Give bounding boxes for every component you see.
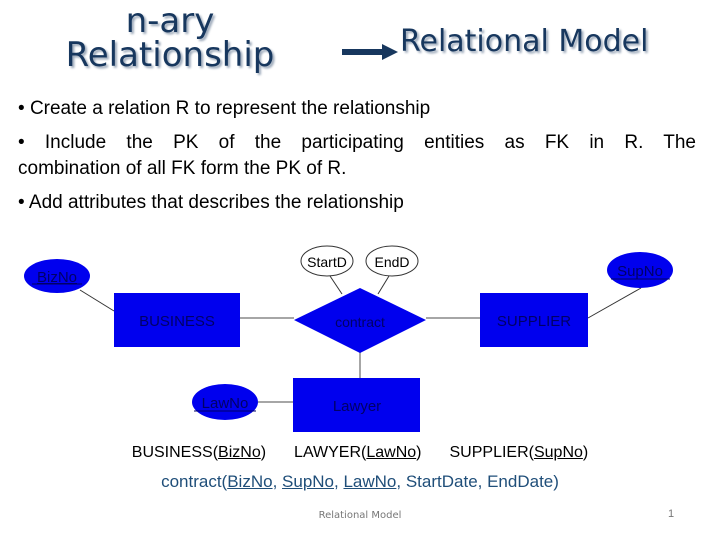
relationship-contract: contract — [294, 288, 426, 353]
attribute-supno: SupNo — [607, 252, 673, 288]
svg-text:StartD: StartD — [307, 254, 347, 270]
svg-text:contract: contract — [335, 314, 385, 330]
entity-lawyer: Lawyer — [293, 378, 420, 432]
bullet-item: • Include the PK of the participating en… — [18, 130, 696, 182]
svg-text:SupNo: SupNo — [617, 263, 663, 280]
title-line-1: n-ary — [125, 1, 215, 41]
attribute-endd: EndD — [365, 245, 419, 277]
bullet-item: • Create a relation R to represent the r… — [18, 96, 696, 122]
entity-business: BUSINESS — [114, 293, 240, 347]
bullet-symbol: • — [18, 132, 25, 153]
bullet-symbol: • — [18, 192, 25, 213]
arrow-right-icon — [342, 44, 398, 60]
entity-schemas: BUSINESS(BizNo) LAWYER(LawNo) SUPPLIER(Sup… — [0, 444, 720, 462]
slide-subtitle: Relational Model — [400, 24, 649, 59]
footer-label: Relational Model — [318, 510, 402, 521]
svg-text:Lawyer: Lawyer — [333, 398, 381, 415]
schema-contract: contract(BizNo, SupNo, LawNo, StartDate,… — [161, 472, 559, 491]
svg-text:BUSINESS: BUSINESS — [139, 313, 215, 330]
bullet-item: • Add attributes that describes the rela… — [18, 190, 696, 216]
attribute-lawno: LawNo — [192, 384, 258, 420]
svg-text:BizNo: BizNo — [37, 269, 77, 286]
bullet-text-continuation: combination of all FK form the PK of R. — [18, 158, 347, 179]
svg-text:LawNo: LawNo — [202, 395, 249, 412]
slide-title: n-ary Relationship — [0, 0, 340, 74]
bullet-list: • Create a relation R to represent the r… — [18, 96, 696, 224]
bullet-symbol: • — [18, 98, 25, 119]
page-number: 1 — [668, 508, 675, 520]
svg-text:EndD: EndD — [374, 254, 409, 270]
title-line-2: Relationship — [65, 35, 275, 75]
svg-text:SUPPLIER: SUPPLIER — [497, 313, 571, 330]
bullet-text: Include the PK of the participating enti… — [44, 132, 696, 153]
schema-supplier: SUPPLIER(SupNo) — [449, 444, 589, 461]
attribute-startd: StartD — [300, 245, 354, 277]
bullet-text: Add attributes that describes the relati… — [28, 192, 404, 213]
schema-lawyer: LAWYER(LawNo) — [294, 444, 422, 461]
schema-business: BUSINESS(BizNo) — [131, 444, 267, 461]
entity-supplier: SUPPLIER — [480, 293, 588, 347]
bullet-text: Create a relation R to represent the rel… — [29, 98, 431, 119]
attribute-bizno: BizNo — [24, 259, 90, 293]
